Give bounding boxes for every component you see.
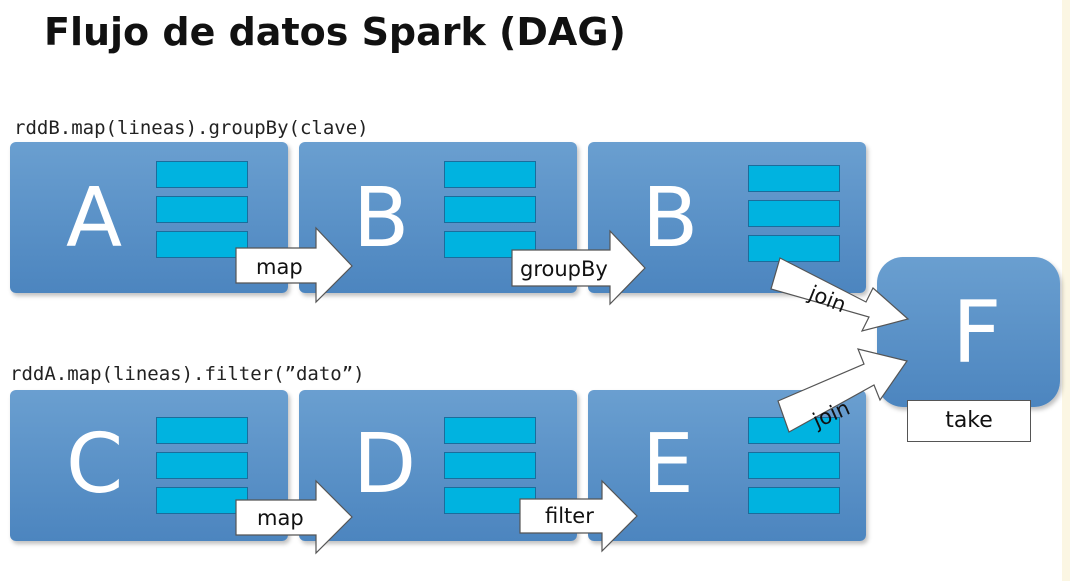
groupby-arrow — [511, 229, 646, 306]
node-label-a: A — [66, 171, 123, 266]
slide-edge — [1062, 0, 1070, 581]
map-arrow-bottom — [235, 479, 353, 555]
partitions-b2 — [748, 165, 840, 270]
groupby-label: groupBy — [520, 257, 608, 281]
slide-title: Flujo de datos Spark (DAG) — [44, 10, 626, 54]
node-label-e: E — [642, 417, 694, 512]
node-label-d: D — [353, 417, 417, 512]
map-label-top: map — [256, 255, 303, 279]
code-rdd-b: rddB.map(lineas).groupBy(clave) — [14, 117, 369, 139]
partition-block — [156, 452, 248, 479]
partition-block — [156, 417, 248, 444]
map-arrow-top — [235, 226, 353, 304]
node-label-c: C — [66, 417, 124, 512]
partition-block — [444, 161, 536, 188]
filter-label: filter — [545, 504, 594, 528]
node-label-b2: B — [642, 171, 699, 266]
partition-block — [748, 200, 840, 227]
partition-block — [748, 452, 840, 479]
partition-block — [748, 487, 840, 514]
partitions-b1 — [444, 161, 536, 266]
partition-block — [748, 165, 840, 192]
code-rdd-a: rddA.map(lineas).filter(”dato”) — [10, 363, 365, 385]
partitions-d — [444, 417, 536, 522]
filter-arrow — [519, 479, 638, 553]
take-action-box: take — [907, 400, 1031, 442]
map-label-bottom: map — [257, 506, 304, 530]
partition-block — [156, 487, 248, 514]
node-label-b1: B — [353, 171, 410, 266]
join-arrow-bottom — [777, 348, 908, 433]
partition-block — [444, 452, 536, 479]
partition-block — [444, 417, 536, 444]
partitions-c — [156, 417, 248, 522]
rdd-node-f — [877, 257, 1060, 407]
partition-block — [156, 196, 248, 223]
partition-block — [156, 231, 248, 258]
partition-block — [156, 161, 248, 188]
node-label-f: F — [952, 283, 1002, 383]
partition-block — [748, 235, 840, 262]
partitions-a — [156, 161, 248, 266]
partition-block — [444, 196, 536, 223]
join-arrow-top — [770, 257, 910, 332]
